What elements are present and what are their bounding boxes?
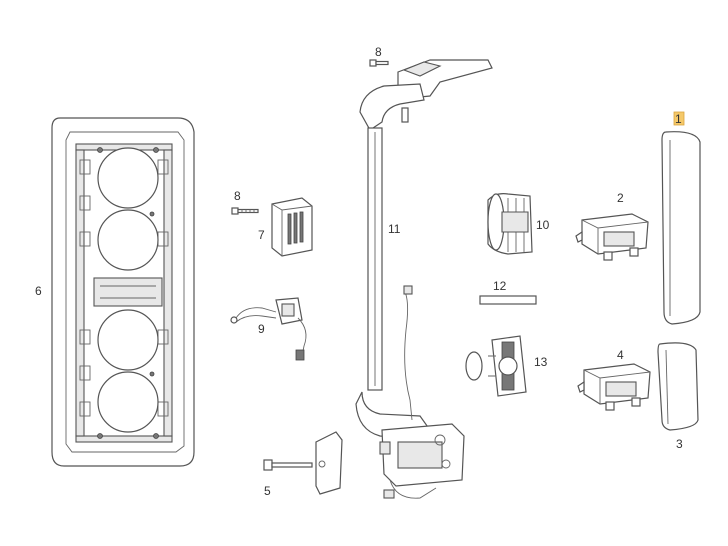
part-1-handle-cover-tall <box>661 131 701 325</box>
callout-13: 13 <box>534 355 548 369</box>
part-4-clip-bracket <box>577 363 651 411</box>
callout-11: 11 <box>388 222 401 236</box>
callout-7: 7 <box>258 228 265 242</box>
callout-4: 4 <box>617 348 624 362</box>
part-6-door-panel <box>51 117 195 467</box>
part-2-clip-bracket <box>575 213 649 261</box>
part-7-connector-block <box>271 197 313 257</box>
callout-labels: 1 2 3 4 5 6 7 8 8 9 10 11 12 13 <box>35 45 685 498</box>
callout-8-lower: 8 <box>234 189 241 203</box>
callout-5: 5 <box>264 484 271 498</box>
callout-10: 10 <box>536 218 550 232</box>
part-10-latch-spool <box>487 193 533 255</box>
part-12-flat-strip <box>479 295 537 305</box>
part-3-handle-cover-short <box>657 342 699 431</box>
part-9-wiring-switch <box>230 297 307 361</box>
callout-8-upper: 8 <box>375 45 382 59</box>
callout-9: 9 <box>258 322 265 336</box>
part-5-plate-screw <box>263 431 343 495</box>
callout-2: 2 <box>617 191 624 205</box>
part-8-screw-upper <box>369 59 389 67</box>
part-8-screw-lower <box>231 207 259 215</box>
callout-3: 3 <box>676 437 683 451</box>
part-13-disc-bracket <box>465 335 527 397</box>
callout-1: 1 <box>675 112 682 126</box>
callout-6: 6 <box>35 284 42 298</box>
part-11-rod-assembly <box>355 59 493 499</box>
callout-1-highlight <box>673 111 685 126</box>
callout-12: 12 <box>493 279 507 293</box>
